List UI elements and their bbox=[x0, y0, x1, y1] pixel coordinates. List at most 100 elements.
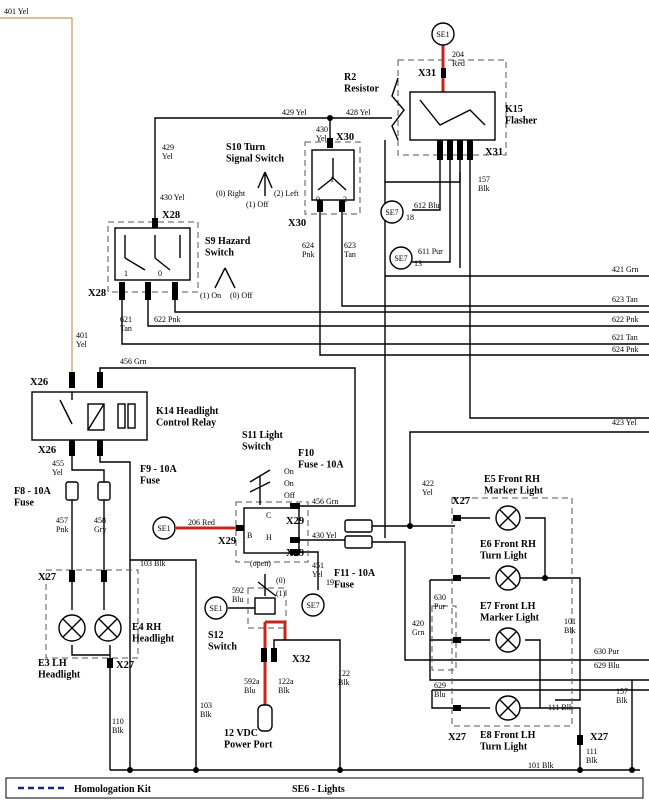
s12-switch-box bbox=[254, 597, 276, 615]
k15-outline bbox=[397, 59, 507, 156]
pin-x32-1 bbox=[261, 648, 267, 662]
s12-outline bbox=[247, 587, 287, 629]
label-x28b: X28 bbox=[88, 288, 106, 299]
label-x30b: X30 bbox=[288, 218, 306, 229]
connector-pins bbox=[69, 68, 635, 773]
wire-label-206: 206 Red bbox=[188, 518, 215, 527]
junction-422 bbox=[407, 523, 413, 529]
pin-x31-top bbox=[441, 68, 446, 78]
wire-451 bbox=[300, 551, 319, 590]
pin-x26-3 bbox=[69, 440, 75, 456]
wire-420 bbox=[372, 541, 649, 661]
pin-x29-b bbox=[236, 525, 244, 531]
se7-ref-circle-3 bbox=[301, 593, 325, 617]
pin-label-b: B bbox=[247, 531, 252, 540]
wire-label-101b: 101 Blk bbox=[528, 761, 554, 770]
label-x27c: X27 bbox=[452, 496, 470, 507]
e5-lamp-icon bbox=[495, 505, 521, 531]
e3-lamp-icon bbox=[58, 614, 86, 642]
pin-x31-2 bbox=[447, 140, 453, 160]
pin-x27-e5 bbox=[453, 515, 461, 521]
label-x28a: X28 bbox=[162, 210, 180, 221]
e8-lamp-icon bbox=[495, 695, 521, 721]
wire-624 bbox=[319, 210, 649, 356]
wire-label-421: 421 Grn bbox=[612, 265, 638, 274]
junction-gnd-5 bbox=[629, 767, 635, 773]
s10-position-arrows bbox=[257, 171, 273, 196]
wire-101 bbox=[545, 577, 581, 701]
pin-x30-top bbox=[327, 138, 333, 148]
wire-label-629a: 629 Blu bbox=[594, 661, 620, 670]
pin-x28-2 bbox=[145, 282, 151, 300]
f10-fuse-body bbox=[344, 519, 373, 533]
se1-ref-circle-2 bbox=[152, 516, 176, 540]
legend-homologation-kit: Homologation Kit bbox=[74, 784, 152, 795]
pin-x29-3 bbox=[290, 549, 300, 555]
se-references: SE1 SE7 SE7 SE1 SE1 SE7 18 13 19 bbox=[152, 22, 455, 620]
junction-429 bbox=[327, 115, 333, 121]
pin-x27-111 bbox=[577, 735, 583, 745]
pin-x28-1 bbox=[119, 282, 125, 300]
wire-e5-e6 bbox=[520, 517, 546, 579]
f11-fuse-body bbox=[344, 535, 373, 549]
wire-611 bbox=[412, 160, 451, 263]
se7-ref-circle-1 bbox=[380, 200, 404, 224]
pin-x28-top bbox=[152, 218, 158, 228]
pin-x29-1 bbox=[290, 503, 300, 509]
pin-x26-4 bbox=[97, 440, 103, 456]
se-ref-4: SE1 bbox=[157, 524, 170, 533]
k14-diode-1 bbox=[117, 403, 126, 429]
pin-x27-e7 bbox=[453, 637, 461, 643]
label-x27d: X27 bbox=[448, 732, 466, 743]
junction-gnd-2 bbox=[193, 767, 199, 773]
pin-numbers: 0 1 2 1 0 B C H bbox=[124, 175, 347, 542]
se-num-13: 13 bbox=[414, 259, 422, 268]
label-x27b: X27 bbox=[116, 660, 134, 671]
label-x29a: X29 bbox=[286, 516, 304, 527]
k14-diode-2 bbox=[127, 403, 136, 429]
wire-label-423: 423 Yel bbox=[612, 418, 637, 427]
wire-label-622b: 622 Pnk bbox=[612, 315, 638, 324]
k15-flasher-box bbox=[409, 91, 496, 141]
wire-label-456a: 456 Grn bbox=[120, 357, 146, 366]
k15-contact bbox=[419, 99, 486, 126]
pin-label-0: 0 bbox=[316, 195, 320, 204]
label-x29c: X29 bbox=[286, 548, 304, 559]
pin-x27-e6 bbox=[453, 575, 461, 581]
pin-x31-4 bbox=[467, 140, 473, 160]
diagram-title: SE6 - Lights bbox=[292, 784, 345, 795]
power-port-body bbox=[257, 704, 273, 732]
wire-111 bbox=[520, 707, 581, 735]
label-x31a: X31 bbox=[418, 68, 436, 79]
label-x32: X32 bbox=[292, 654, 310, 665]
wire-label-621b: 621 Tan bbox=[612, 333, 638, 342]
label-x26a: X26 bbox=[30, 377, 48, 388]
label-x29b: X29 bbox=[218, 536, 236, 547]
e7-lamp-icon bbox=[495, 627, 521, 653]
s11-pos-on2: On bbox=[284, 479, 294, 488]
wire-429 bbox=[154, 117, 331, 222]
pin-x29-2 bbox=[290, 537, 300, 543]
pin-label-s9-1: 1 bbox=[124, 269, 128, 278]
wire-622 bbox=[147, 300, 649, 327]
front-lights-kit-outline bbox=[451, 497, 573, 727]
s9-contacts bbox=[124, 235, 181, 271]
